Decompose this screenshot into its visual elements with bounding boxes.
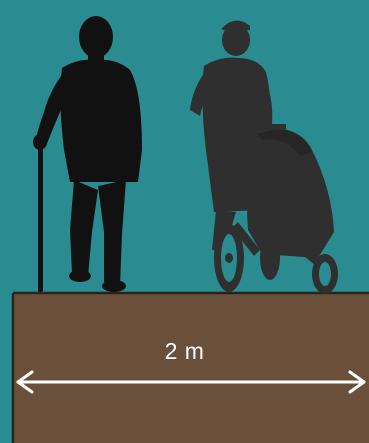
path-width-label: 2 m bbox=[0, 338, 369, 365]
path-surface bbox=[13, 293, 369, 443]
